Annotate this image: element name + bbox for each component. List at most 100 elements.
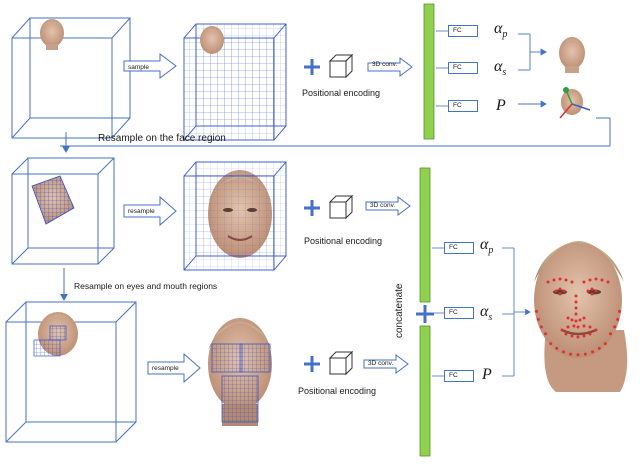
grid-cube-row2 (183, 161, 287, 271)
landmark-dot (569, 352, 573, 356)
landmark-dot (544, 332, 548, 336)
landmark-dot (564, 278, 568, 282)
landmark-dot (590, 292, 594, 296)
plus-icon (304, 356, 320, 372)
landmark-dot (616, 317, 620, 321)
landmark-dot (566, 325, 570, 329)
sample-arrow (123, 53, 177, 79)
conv-label-row1: 3D conv. (372, 61, 398, 68)
landmark-dot (588, 332, 592, 336)
face-grid-row2 (31, 175, 75, 225)
landmark-dot (591, 350, 595, 354)
fc-box-pose-row1: FC (448, 100, 478, 112)
landmark-dot (555, 346, 559, 350)
small-cube-icon (328, 194, 354, 220)
landmark-dot (613, 325, 617, 329)
conv-arrow-row2 (365, 196, 411, 216)
fc-box-alpha-p-row2: FC (444, 242, 474, 254)
alpha-s-row1: αs (494, 58, 507, 79)
resample-arrow-row3 (147, 352, 201, 384)
face-thumbnail (40, 19, 64, 50)
landmark-dot (594, 328, 598, 332)
feature-bar-row1 (423, 3, 435, 140)
fc-connectors-row1 (436, 30, 448, 107)
landmark-dot (546, 280, 550, 284)
grid-cube-row1 (183, 23, 287, 141)
resample-label-row3: resample (152, 365, 179, 372)
face-landmarks (534, 241, 628, 392)
landmark-dot (583, 352, 587, 356)
landmark-dot (562, 289, 566, 293)
landmark-dot (535, 309, 539, 313)
landmark-dot (574, 294, 578, 298)
landmark-dot (574, 306, 578, 310)
cube-row1 (11, 17, 131, 139)
alpha-p-row1: αp (494, 20, 508, 41)
landmark-dot (570, 280, 574, 284)
pose-axes (559, 87, 591, 119)
fc-box-alpha-s-row2: FC (444, 307, 474, 319)
landmark-dot (539, 325, 543, 329)
fc-connectors-bottom (432, 247, 531, 377)
conv-arrow-row3 (363, 354, 409, 374)
landmark-dot (570, 318, 574, 322)
landmark-dot (600, 278, 604, 282)
conv-label-row3: 3D conv. (368, 360, 394, 367)
plus-icon (304, 59, 320, 75)
conv-label-row2: 3D conv. (370, 202, 396, 209)
plus-icon (304, 200, 320, 216)
landmark-dot (554, 289, 558, 293)
landmark-dot (594, 277, 598, 281)
resample-arrow-row2 (123, 195, 177, 227)
cube-row2 (11, 157, 115, 265)
connector-row1-to-row2 (60, 117, 611, 153)
landmark-dot (564, 332, 568, 336)
feature-bar-row3 (419, 325, 431, 457)
pose-row2: P (482, 366, 492, 383)
landmark-dot (582, 280, 586, 284)
landmark-dot (594, 289, 598, 293)
fc-box-alpha-p-row1: FC (448, 25, 478, 37)
fc-box-alpha-s-row1: FC (448, 62, 478, 74)
landmark-dot (582, 316, 586, 320)
landmark-dot (576, 335, 580, 339)
alpha-s-row2: αs (480, 303, 493, 324)
face-grid-patches-row3 (208, 318, 272, 426)
landmark-dot (597, 346, 601, 350)
positional-encoding-label-row2: Positional encoding (304, 236, 383, 246)
landmark-dot (603, 342, 607, 346)
landmark-dot (561, 350, 565, 354)
landmark-dot (560, 328, 564, 332)
landmark-dot (578, 318, 582, 322)
landmark-dot (588, 325, 592, 329)
landmark-dot (586, 289, 590, 293)
resample-eyes-mouth-label: Resample on eyes and mouth regions (74, 281, 218, 291)
landmark-dot (576, 325, 580, 329)
landmark-dot (536, 317, 540, 321)
small-cube-icon (328, 350, 354, 376)
landmark-dot (558, 292, 562, 296)
fc-bracket-row1 (518, 33, 547, 108)
landmark-dot (590, 287, 594, 291)
landmark-dot (582, 334, 586, 338)
landmark-dot (558, 277, 562, 281)
conv-arrow-row1 (367, 57, 413, 77)
positional-encoding-label-row3: Positional encoding (298, 386, 377, 396)
landmark-dot (588, 278, 592, 282)
landmark-dot (617, 309, 621, 313)
concat-plus-icon (416, 305, 434, 323)
landmark-dot (574, 312, 578, 316)
landmark-dot (570, 334, 574, 338)
landmark-dot (582, 324, 586, 328)
landmark-dot (576, 353, 580, 357)
fc-box-pose-row2: FC (444, 370, 474, 382)
face-grid-row3 (33, 312, 78, 357)
resample-face-label: Resample on the face region (98, 133, 226, 144)
face-output-row1 (559, 37, 585, 73)
landmark-dot (558, 287, 562, 291)
sample-label: sample (128, 64, 149, 71)
landmark-dot (608, 332, 612, 336)
alpha-p-row2: αp (480, 236, 494, 257)
landmark-dot (566, 316, 570, 320)
